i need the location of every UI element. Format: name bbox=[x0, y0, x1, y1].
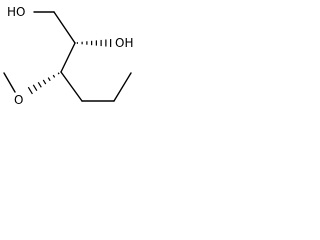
hashed-wedge-bond-c2-oh bbox=[76, 39, 112, 47]
hash-line bbox=[32, 84, 38, 91]
hash-line bbox=[47, 77, 51, 82]
bond-c5-c6 bbox=[113, 72, 132, 102]
hash-line bbox=[52, 74, 56, 78]
molecule-diagram: HO OH O bbox=[3, 5, 133, 107]
atom-label-o: O bbox=[14, 93, 23, 107]
hash-line bbox=[27, 86, 33, 95]
hashed-wedge-bond-c3-o bbox=[27, 72, 60, 95]
atom-label-ho: HO bbox=[7, 5, 25, 19]
hash-line bbox=[37, 82, 42, 88]
bond-o3-ch3 bbox=[3, 72, 16, 93]
atom-label-oh: OH bbox=[115, 36, 133, 50]
hash-line bbox=[42, 79, 47, 85]
bond-c3-c4 bbox=[60, 71, 83, 102]
bond-c1-c2 bbox=[53, 11, 76, 44]
bond-c2-c3 bbox=[60, 42, 76, 73]
hash-line bbox=[57, 72, 60, 75]
